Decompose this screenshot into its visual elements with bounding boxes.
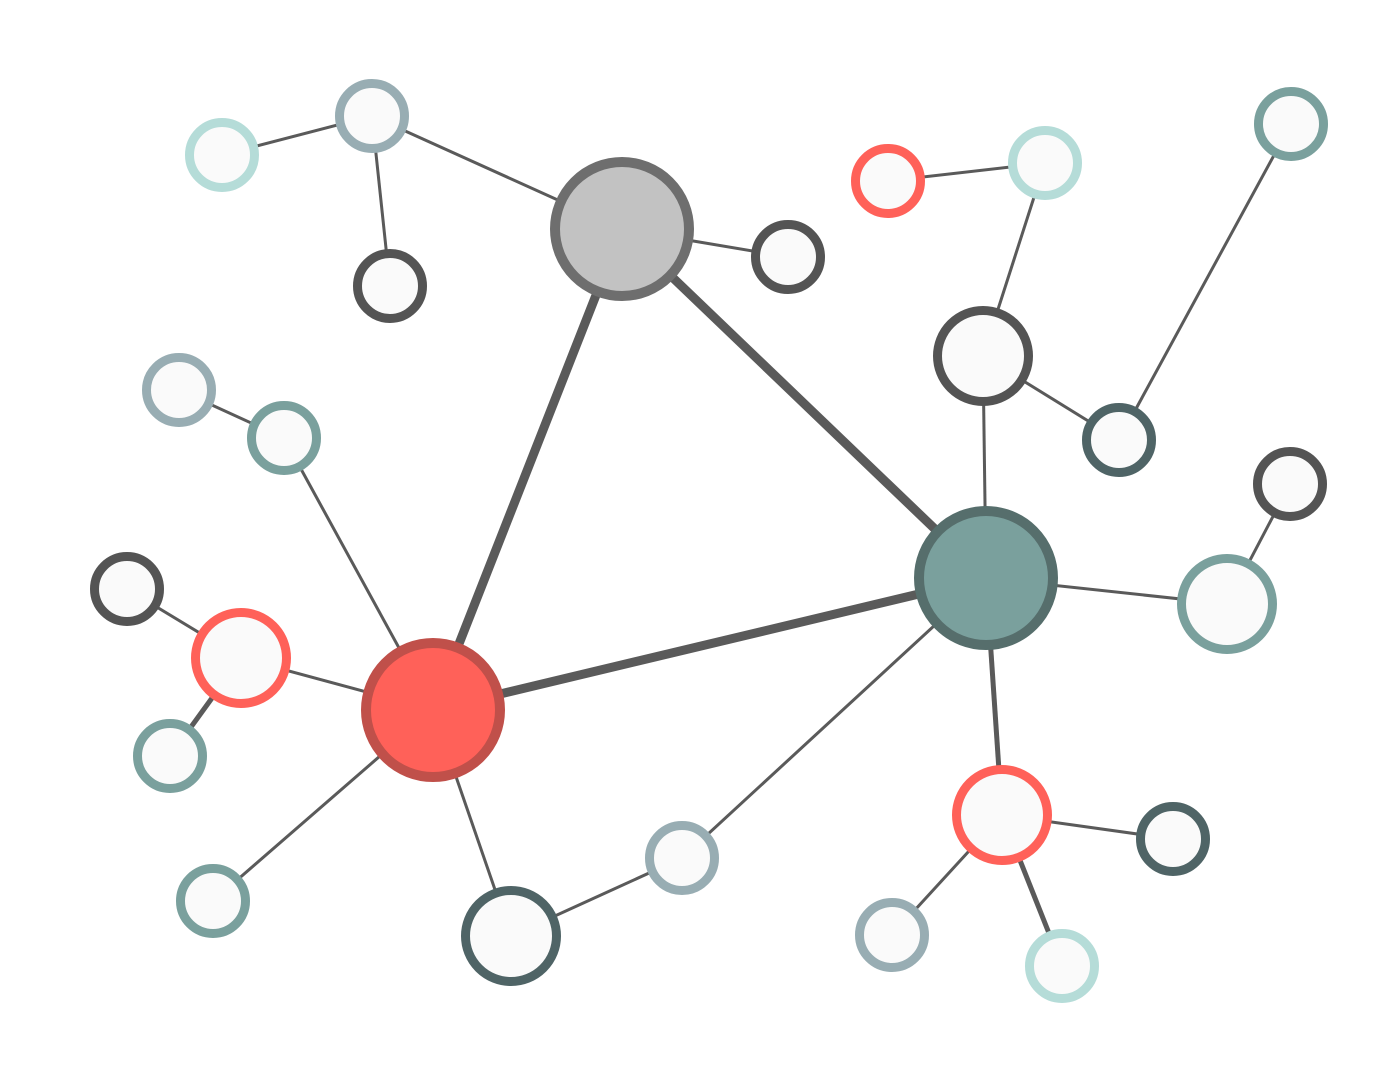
node-n3 [353,249,427,323]
edge-n9-n7 [1117,123,1293,441]
node-n15 [191,608,291,708]
node-n23 [1025,929,1099,1003]
node-n5 [851,144,925,218]
node-n14 [90,552,164,626]
node-n2 [335,79,409,153]
node-n8 [933,306,1033,406]
node-n18 [461,886,561,986]
node-n19 [645,821,719,895]
node-n20 [952,765,1052,865]
edge-hub-gray-hub-red [428,227,627,712]
nodes-layer [90,79,1328,1003]
node-n12 [142,353,216,427]
node-n22 [855,898,929,972]
node-n17 [176,864,250,938]
edge-hub-red-hub-teal [431,573,988,715]
node-n10 [1253,447,1327,521]
node-n11 [1177,554,1277,654]
node-n4 [751,220,825,294]
node-n7 [1254,87,1328,161]
node-n21 [1136,802,1210,876]
edge-hub-gray-hub-teal [618,225,990,582]
node-hub-red [361,638,505,782]
node-n6 [1008,126,1082,200]
node-n16 [133,719,207,793]
node-n1 [185,118,259,192]
node-hub-teal [914,506,1058,650]
node-n13 [247,401,321,475]
node-n9 [1082,403,1156,477]
node-hub-gray [550,157,694,301]
